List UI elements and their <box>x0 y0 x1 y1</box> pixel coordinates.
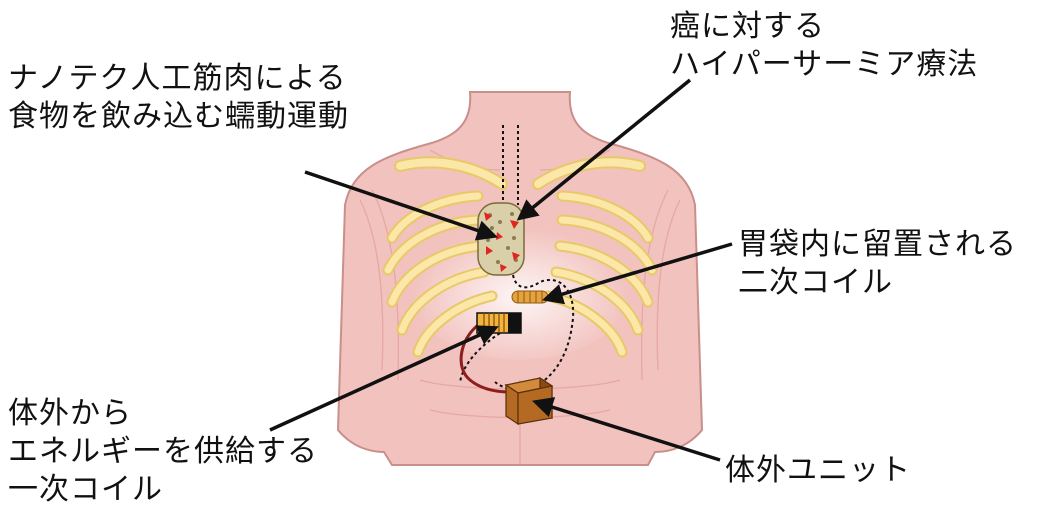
label-peristalsis-line-2: 食物を飲み込む蠕動運動 <box>8 98 349 136</box>
label-external-unit-line-1: 体外ユニット <box>725 452 911 490</box>
label-hyperthermia: 癌に対する ハイパーサーミア療法 <box>670 8 978 84</box>
label-peristalsis: ナノテク人工筋肉による 食物を飲み込む蠕動運動 <box>8 60 349 136</box>
label-secondary-coil-line-1: 胃袋内に留置される <box>738 226 1017 264</box>
label-primary-coil: 体外から エネルギーを供給する 一次コイル <box>8 395 318 509</box>
secondary-coil-icon <box>512 291 548 303</box>
primary-coil-icon <box>477 313 521 333</box>
external-unit-icon <box>506 378 552 424</box>
label-secondary-coil-line-2: 二次コイル <box>738 264 1017 302</box>
label-primary-coil-line-2: エネルギーを供給する <box>8 433 318 471</box>
label-hyperthermia-line-1: 癌に対する <box>670 8 978 46</box>
label-peristalsis-line-1: ナノテク人工筋肉による <box>8 60 349 98</box>
label-hyperthermia-line-2: ハイパーサーミア療法 <box>670 46 978 84</box>
label-primary-coil-line-1: 体外から <box>8 395 318 433</box>
label-secondary-coil: 胃袋内に留置される 二次コイル <box>738 226 1017 302</box>
muscle-tube-icon <box>478 203 524 275</box>
label-external-unit: 体外ユニット <box>725 452 911 490</box>
label-primary-coil-line-3: 一次コイル <box>8 471 318 509</box>
